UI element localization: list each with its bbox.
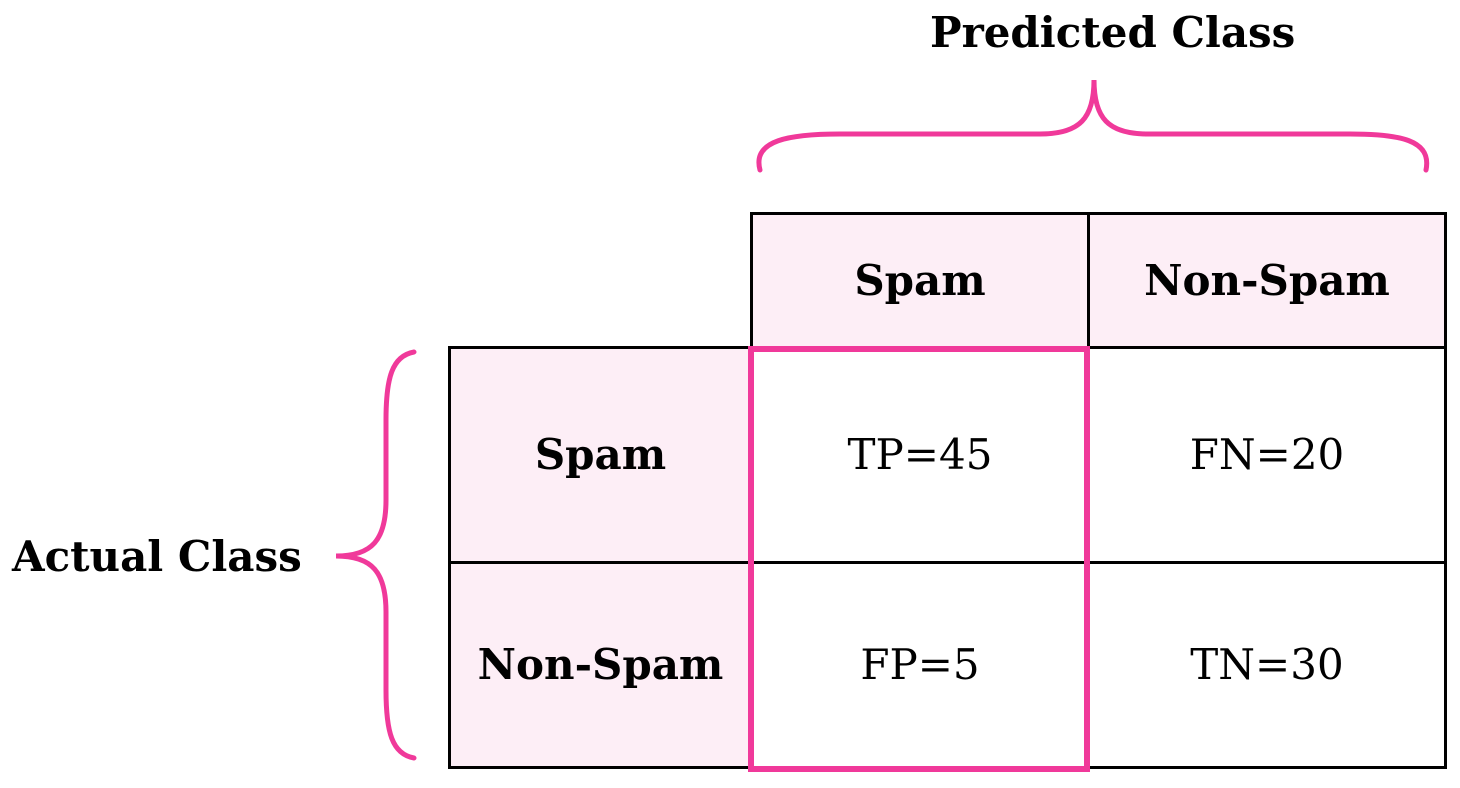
cell-true-negative: TN=30 [1087,561,1447,769]
row-header-spam: Spam [448,346,753,564]
cell-false-negative: FN=20 [1087,346,1447,564]
actual-class-label: Actual Class [12,532,302,581]
cell-false-positive: FP=5 [750,561,1090,769]
actual-brace-path [335,349,417,761]
row-header-non-spam: Non-Spam [448,561,753,769]
column-header-non-spam: Non-Spam [1087,212,1447,350]
predicted-brace-path [756,79,1430,173]
predicted-class-label: Predicted Class [930,8,1296,57]
cell-true-positive: TP=45 [750,346,1090,564]
column-header-spam: Spam [750,212,1090,350]
